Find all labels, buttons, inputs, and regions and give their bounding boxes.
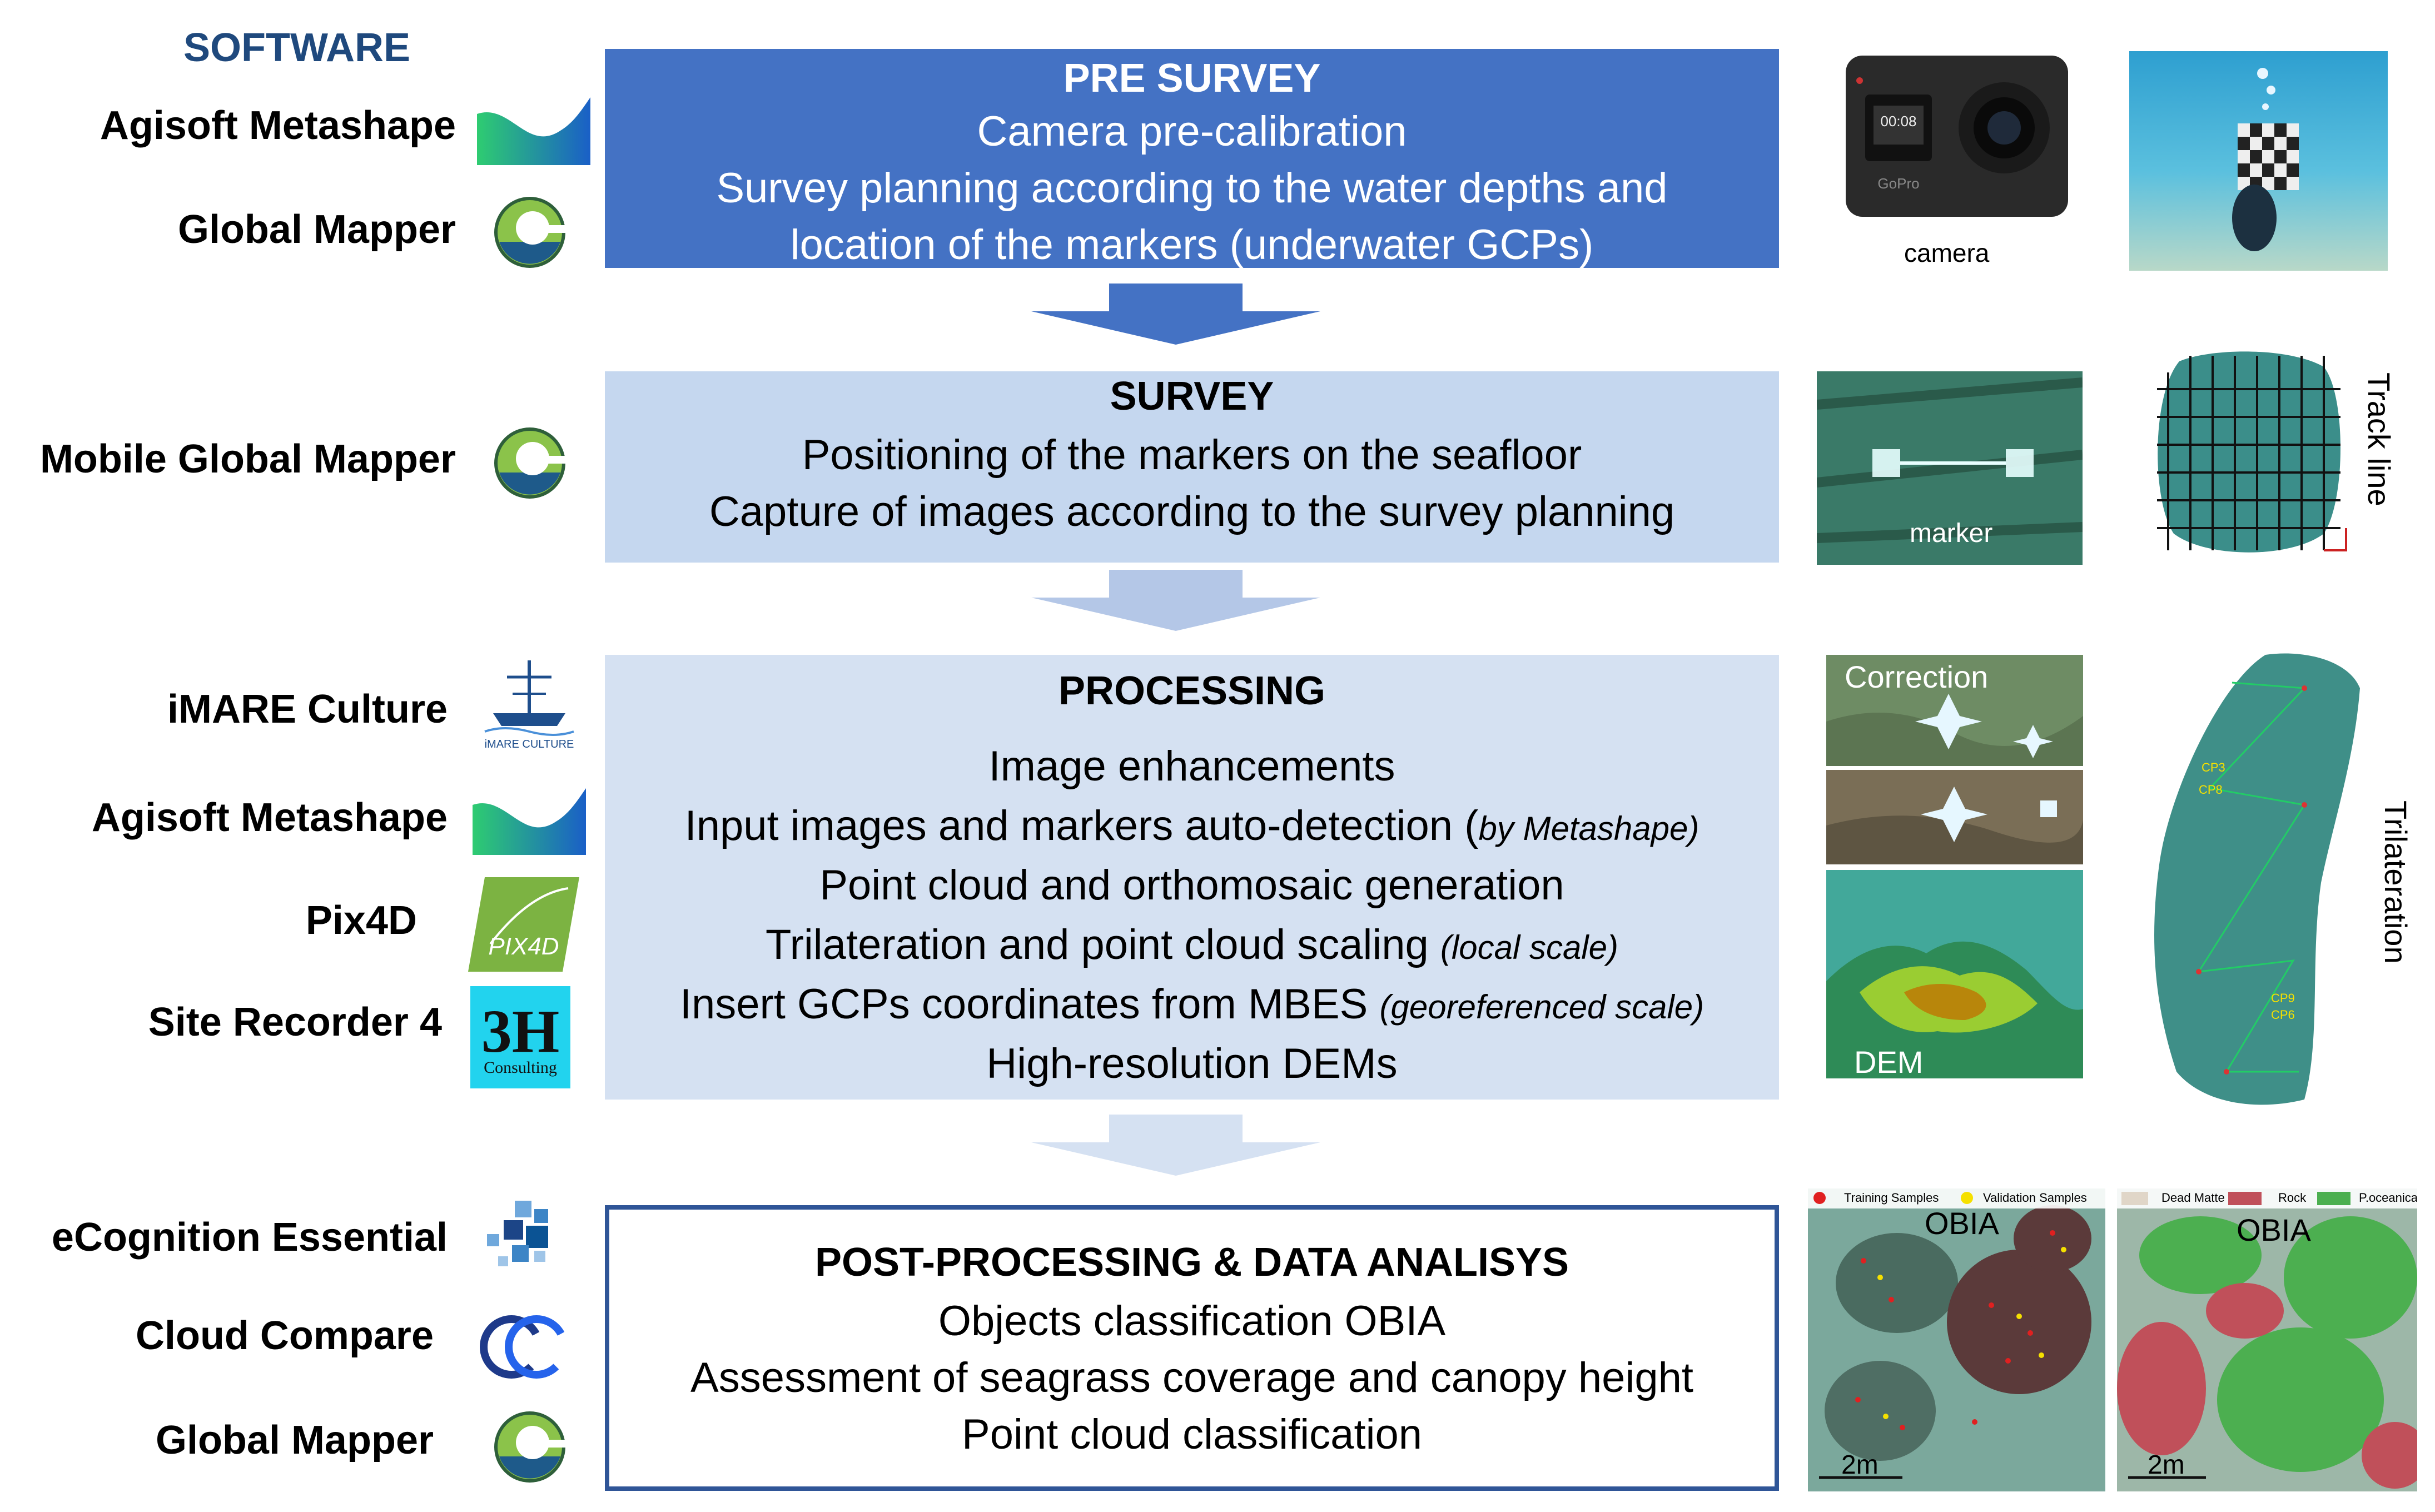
processing-line-1: Image enhancements [605,738,1779,798]
threeh-logo-sub: Consulting [484,1058,557,1077]
panel-post-processing: POST-PROCESSING & DATA ANALISYS Objects … [605,1205,1779,1491]
dem-caption: DEM [1854,1045,1924,1080]
post-title: POST-PROCESSING & DATA ANALISYS [814,1240,1569,1285]
pre-survey-line-3: location of the markers (underwater GCPs… [790,221,1594,268]
survey-line-2: Capture of images according to the surve… [709,488,1675,535]
imare-culture-logo-text: iMARE CULTURE [484,738,574,750]
software-label-ecognition: eCognition Essential [51,1215,448,1260]
software-label-agisoft: Agisoft Metashape [100,103,456,148]
agisoft-metashape-logo-2 [473,783,586,855]
legend-dead-matte: Dead Matte [2161,1191,2225,1205]
legend-training-samples: Training Samples [1844,1191,1939,1205]
processing-line-2-note: by Metashape) [1478,810,1699,847]
panel-processing: PROCESSING Image enhancements Input imag… [605,655,1779,1100]
arrow-survey-to-processing [1031,570,1320,634]
arrow-pre-to-survey [1031,284,1320,347]
trackline-caption: Track line [2362,372,2397,506]
processing-line-3-text: Point cloud and orthomosaic generation [819,862,1564,909]
arrow-processing-to-post [1031,1115,1320,1178]
threeh-logo-main: 3H [481,997,560,1065]
pix4d-logo: PIX4D [468,877,579,972]
obia-legend-left-bg [1808,1188,2105,1208]
pre-survey-line-1: Camera pre-calibration [977,108,1407,155]
processing-line-4: Trilateration and point cloud scaling (l… [605,917,1779,976]
pix4d-logo-text: PIX4D [488,933,559,960]
processing-line-4-text: Trilateration and point cloud scaling [766,921,1440,968]
software-label-mobile-global-mapper: Mobile Global Mapper [39,437,456,481]
gopro-brand-text: GoPro [1877,175,1920,192]
obia-samples-image: Training Samples Validation Samples OBIA… [1808,1188,2105,1491]
processing-line-3: Point cloud and orthomosaic generation [605,857,1779,917]
legend-rock-swatch [2228,1192,2262,1205]
correction-photo-bottom [1826,770,2083,864]
camera-caption: camera [1904,238,1990,267]
validation-sample-marker [1961,1192,1973,1204]
agisoft-metashape-logo [477,92,590,165]
cp-label-cp3: CP3 [2202,760,2225,774]
cp-label-cp9: CP9 [2271,991,2295,1005]
survey-title: SURVEY [1110,374,1274,419]
post-line-2: Assessment of seagrass coverage and cano… [690,1354,1693,1401]
legend-rock: Rock [2278,1191,2307,1205]
processing-line-6-text: High-resolution DEMs [986,1040,1398,1087]
processing-title: PROCESSING [1058,669,1326,713]
trilateration-image: CP3 CP8 CP9 CP6 [2138,649,2371,1111]
legend-poceanica: P.oceanica [2359,1191,2417,1205]
processing-line-2: Input images and markers auto-detection … [605,798,1779,857]
software-label-global-mapper: Global Mapper [177,207,456,252]
obia-legend-right-bg [2117,1188,2417,1208]
software-label-global-mapper-2: Global Mapper [155,1418,434,1463]
processing-line-4-note: (local scale) [1440,929,1618,966]
software-title: SOFTWARE [183,26,410,70]
processing-line-5-text: Insert GCPs coordinates from MBES [679,981,1380,1028]
calibration-photo [2129,51,2388,271]
post-line-3: Point cloud classification [962,1411,1422,1458]
trackline-map [2146,345,2352,561]
legend-validation-samples: Validation Samples [1983,1191,2087,1205]
obia-caption-left: OBIA [1925,1206,1999,1241]
global-mapper-logo-2 [488,1404,572,1487]
pre-survey-line-2: Survey planning according to the water d… [716,165,1668,212]
marker-caption: marker [1910,519,1993,548]
trilateration-caption: Trilateration [2378,800,2413,964]
obia-caption-right: OBIA [2237,1212,2311,1247]
processing-line-1-text: Image enhancements [988,743,1395,790]
obia-classification-image: Dead Matte Rock P.oceanica OBIA 2m [2117,1188,2417,1491]
correction-photo-top [1826,655,2083,766]
mobile-global-mapper-logo [488,420,572,503]
marker-photo [1817,371,2083,565]
panel-pre-survey: PRE SURVEY Camera pre-calibration Survey… [605,49,1779,268]
processing-line-6: High-resolution DEMs [605,1036,1779,1095]
cloud-compare-logo [478,1301,570,1393]
processing-line-5: Insert GCPs coordinates from MBES (geore… [605,976,1779,1036]
cp-label-cp6: CP6 [2271,1008,2295,1022]
post-line-1: Objects classification OBIA [938,1297,1446,1345]
survey-line-1: Positioning of the markers on the seaflo… [802,431,1582,479]
software-label-pix4d: Pix4D [305,898,417,943]
pre-survey-title: PRE SURVEY [1063,56,1321,101]
software-label-imare: iMARE Culture [167,687,448,732]
scale-caption-right: 2m [2148,1450,2185,1480]
processing-line-5-note: (georeferenced scale) [1379,988,1705,1026]
software-label-site-recorder: Site Recorder 4 [148,1000,442,1045]
panel-survey: SURVEY Positioning of the markers on the… [605,371,1779,563]
legend-dead-matte-swatch [2121,1192,2148,1205]
gopro-time-text: 00:08 [1880,113,1917,130]
camera-image: 00:08 GoPro [1843,53,2071,220]
scale-caption-left: 2m [1841,1450,1879,1480]
software-label-cloud-compare: Cloud Compare [135,1314,434,1358]
site-recorder-3h-logo: 3H Consulting [470,986,570,1088]
ecognition-logo [481,1195,565,1279]
training-sample-marker [1813,1192,1826,1204]
processing-line-2-text: Input images and markers auto-detection … [684,802,1479,849]
software-label-agisoft-2: Agisoft Metashape [91,795,448,840]
imare-culture-logo: iMARE CULTURE [479,655,579,754]
global-mapper-logo [488,189,572,272]
legend-poceanica-swatch [2317,1192,2350,1205]
correction-caption: Correction [1845,659,1989,694]
cp-label-cp8: CP8 [2199,783,2223,797]
dem-image [1826,870,2083,1078]
